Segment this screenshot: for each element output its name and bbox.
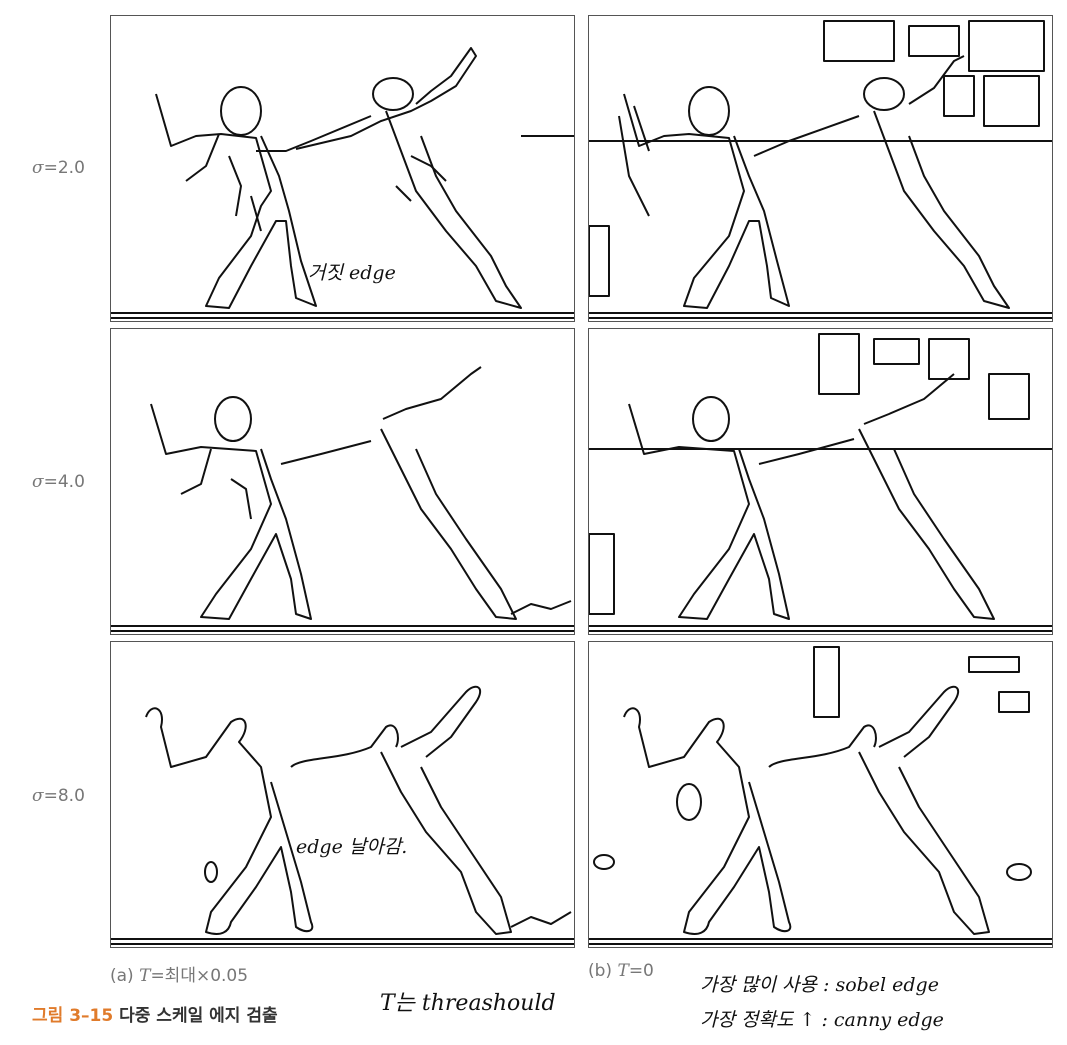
- edge-image-a-sigma8: [110, 641, 575, 948]
- handwritten-panel-note-1: 거짓 edge: [308, 262, 396, 284]
- figure-caption: 그림 3–15 다중 스케일 에지 검출: [32, 1001, 278, 1026]
- edge-image-a-sigma2: [110, 15, 575, 322]
- caption-b: (b) T=0: [588, 961, 654, 981]
- fencers-edge-drawing: [589, 646, 1052, 945]
- figure-title: 다중 스케일 에지 검출: [119, 1006, 278, 1026]
- edge-image-b-sigma8: [588, 641, 1053, 948]
- figure-number: 그림 3–15: [32, 1006, 114, 1026]
- handwritten-threshold-note: T는 threashould: [380, 991, 556, 1016]
- edge-image-b-sigma4: [588, 328, 1053, 635]
- sigma-label-2: σ=2.0: [32, 158, 85, 178]
- handwritten-note-line-1: 가장 많이 사용 : sobel edge: [700, 974, 939, 996]
- sigma-label-4: σ=4.0: [32, 472, 85, 492]
- caption-a: (a) T=최대×0.05: [110, 966, 249, 986]
- handwritten-panel-note-2: edge 날아감.: [296, 836, 408, 858]
- edge-image-a-sigma4: [110, 328, 575, 635]
- fencers-edge-drawing: [589, 20, 1052, 319]
- handwritten-note-line-2: 가장 정확도 ↑ : canny edge: [700, 1009, 944, 1031]
- fencers-edge-drawing: [111, 685, 574, 945]
- fencers-edge-drawing: [111, 366, 574, 632]
- fencers-edge-drawing: [111, 47, 574, 319]
- sigma-label-8: σ=8.0: [32, 786, 85, 806]
- edge-image-b-sigma2: [588, 15, 1053, 322]
- fencers-edge-drawing: [589, 333, 1052, 632]
